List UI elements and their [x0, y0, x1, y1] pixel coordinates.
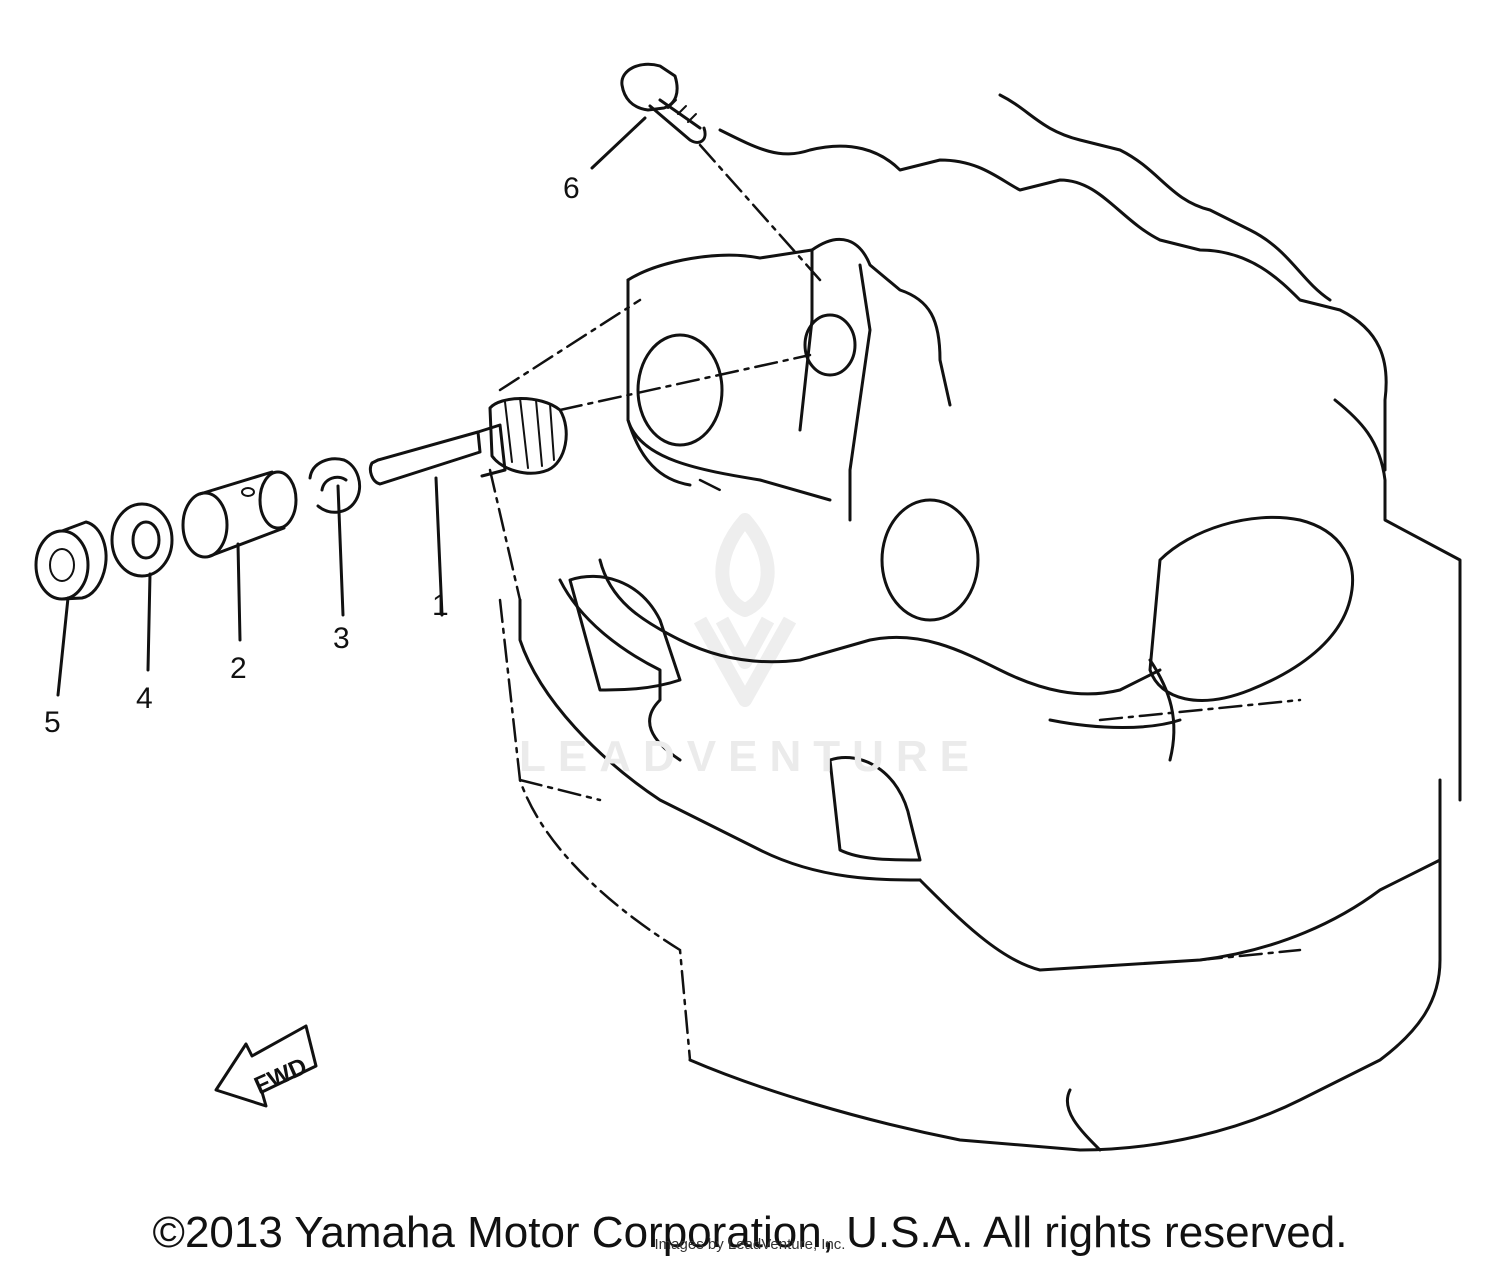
parts-diagram: 2 3 4 5 6 FWD 1 [34, 62, 1462, 1152]
sleeve-part-2 [181, 470, 298, 559]
forward-label: FWD [250, 1053, 311, 1100]
copyright-notice: ©2013 Yamaha Motor Corporation, U.S.A. A… [152, 1208, 1348, 1257]
part-label-3: 3 [333, 622, 350, 655]
courtesy-text: Images by LeadVenture, Inc. [654, 1236, 846, 1253]
part-label-1: 1 [432, 589, 449, 622]
part-label-6: 6 [563, 172, 580, 205]
shaft-gear-part-1 [368, 397, 568, 486]
part-label-5: 5 [44, 706, 61, 739]
bolt-part-6 [620, 62, 707, 144]
part-label-2: 2 [230, 652, 247, 685]
watermark-brand-text: LEADVENTURE [518, 732, 982, 781]
part-label-4: 4 [136, 682, 153, 715]
leadventure-logo-watermark [693, 513, 797, 707]
part-number-labels: 2 3 4 5 6 [44, 172, 580, 739]
forward-arrow-icon: FWD [214, 1024, 318, 1108]
assembly-lines [488, 143, 1302, 1062]
washer-part-4 [110, 502, 174, 578]
port-openings [568, 313, 980, 862]
leader-lines [56, 116, 647, 697]
oil-seal-part-5 [34, 520, 108, 601]
circlip-part-3 [308, 457, 361, 514]
